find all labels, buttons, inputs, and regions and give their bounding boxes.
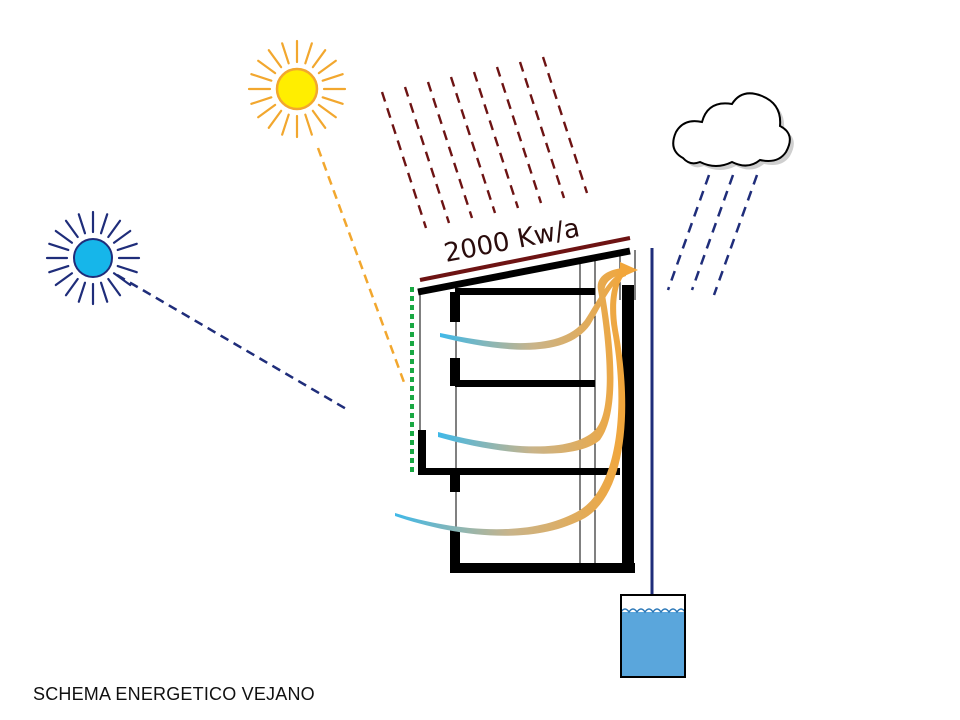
sun-ray bbox=[304, 42, 313, 65]
solar-ray bbox=[472, 71, 520, 209]
summer-sun-beam bbox=[316, 147, 407, 386]
solar-ray bbox=[449, 76, 497, 214]
sun-ray bbox=[257, 59, 277, 75]
solar-ray bbox=[403, 86, 451, 224]
roof-solar-surface bbox=[419, 236, 631, 282]
sun-ray bbox=[304, 113, 313, 136]
ventilation-chimney-wall bbox=[622, 285, 634, 573]
floor-slab-middle bbox=[455, 380, 595, 387]
sun-ray bbox=[48, 264, 70, 274]
sun-ray bbox=[99, 213, 109, 235]
rain-drop-line bbox=[666, 174, 711, 291]
sun-ray bbox=[267, 109, 283, 129]
winter-sun-icon bbox=[45, 210, 141, 306]
sun-ray bbox=[54, 272, 74, 287]
diagram-caption: SCHEMA ENERGETICO VEJANO bbox=[33, 684, 315, 704]
sun-ray bbox=[321, 73, 344, 82]
sun-ray bbox=[112, 229, 132, 244]
solar-ray bbox=[518, 61, 566, 199]
sun-ray bbox=[107, 277, 122, 297]
water-tank-icon bbox=[620, 594, 686, 678]
sun-ray bbox=[317, 59, 337, 75]
solar-ray bbox=[380, 91, 428, 229]
solar-ray bbox=[541, 56, 589, 194]
sun-ray bbox=[116, 264, 138, 274]
floor-slab-lower bbox=[455, 468, 620, 475]
sun-ray bbox=[48, 242, 70, 252]
sun-ray bbox=[64, 219, 79, 239]
solar-ray bbox=[495, 66, 543, 204]
cloud-icon bbox=[672, 92, 794, 170]
sun-ray bbox=[311, 109, 327, 129]
sun-ray bbox=[281, 113, 290, 136]
sun-ray bbox=[107, 219, 122, 239]
winter-sun-beam bbox=[116, 273, 349, 412]
sun-ray bbox=[99, 281, 109, 303]
rain-drop-line bbox=[712, 174, 759, 296]
sun-ray bbox=[77, 213, 87, 235]
solar-ray bbox=[426, 81, 474, 219]
sun-ray bbox=[77, 281, 87, 303]
rain-lines bbox=[666, 174, 759, 296]
sun-ray bbox=[257, 103, 277, 119]
rain-drop-line bbox=[690, 174, 735, 291]
sun-ray bbox=[250, 73, 273, 82]
sun-ray bbox=[54, 229, 74, 244]
sun-ray bbox=[311, 49, 327, 69]
solar-radiation-lines bbox=[380, 56, 589, 229]
floor-slab-top bbox=[455, 288, 595, 295]
building-section bbox=[417, 236, 636, 573]
sun-ray bbox=[281, 42, 290, 65]
sun-ray bbox=[250, 96, 273, 105]
sun-ray bbox=[317, 103, 337, 119]
airflow-arrows bbox=[395, 262, 638, 536]
summer-sun-icon bbox=[247, 39, 347, 139]
sun-ray bbox=[267, 49, 283, 69]
floor-slab-ground bbox=[450, 563, 635, 573]
sun-ray bbox=[321, 96, 344, 105]
sun-ray bbox=[64, 277, 79, 297]
sun-ray bbox=[116, 242, 138, 252]
